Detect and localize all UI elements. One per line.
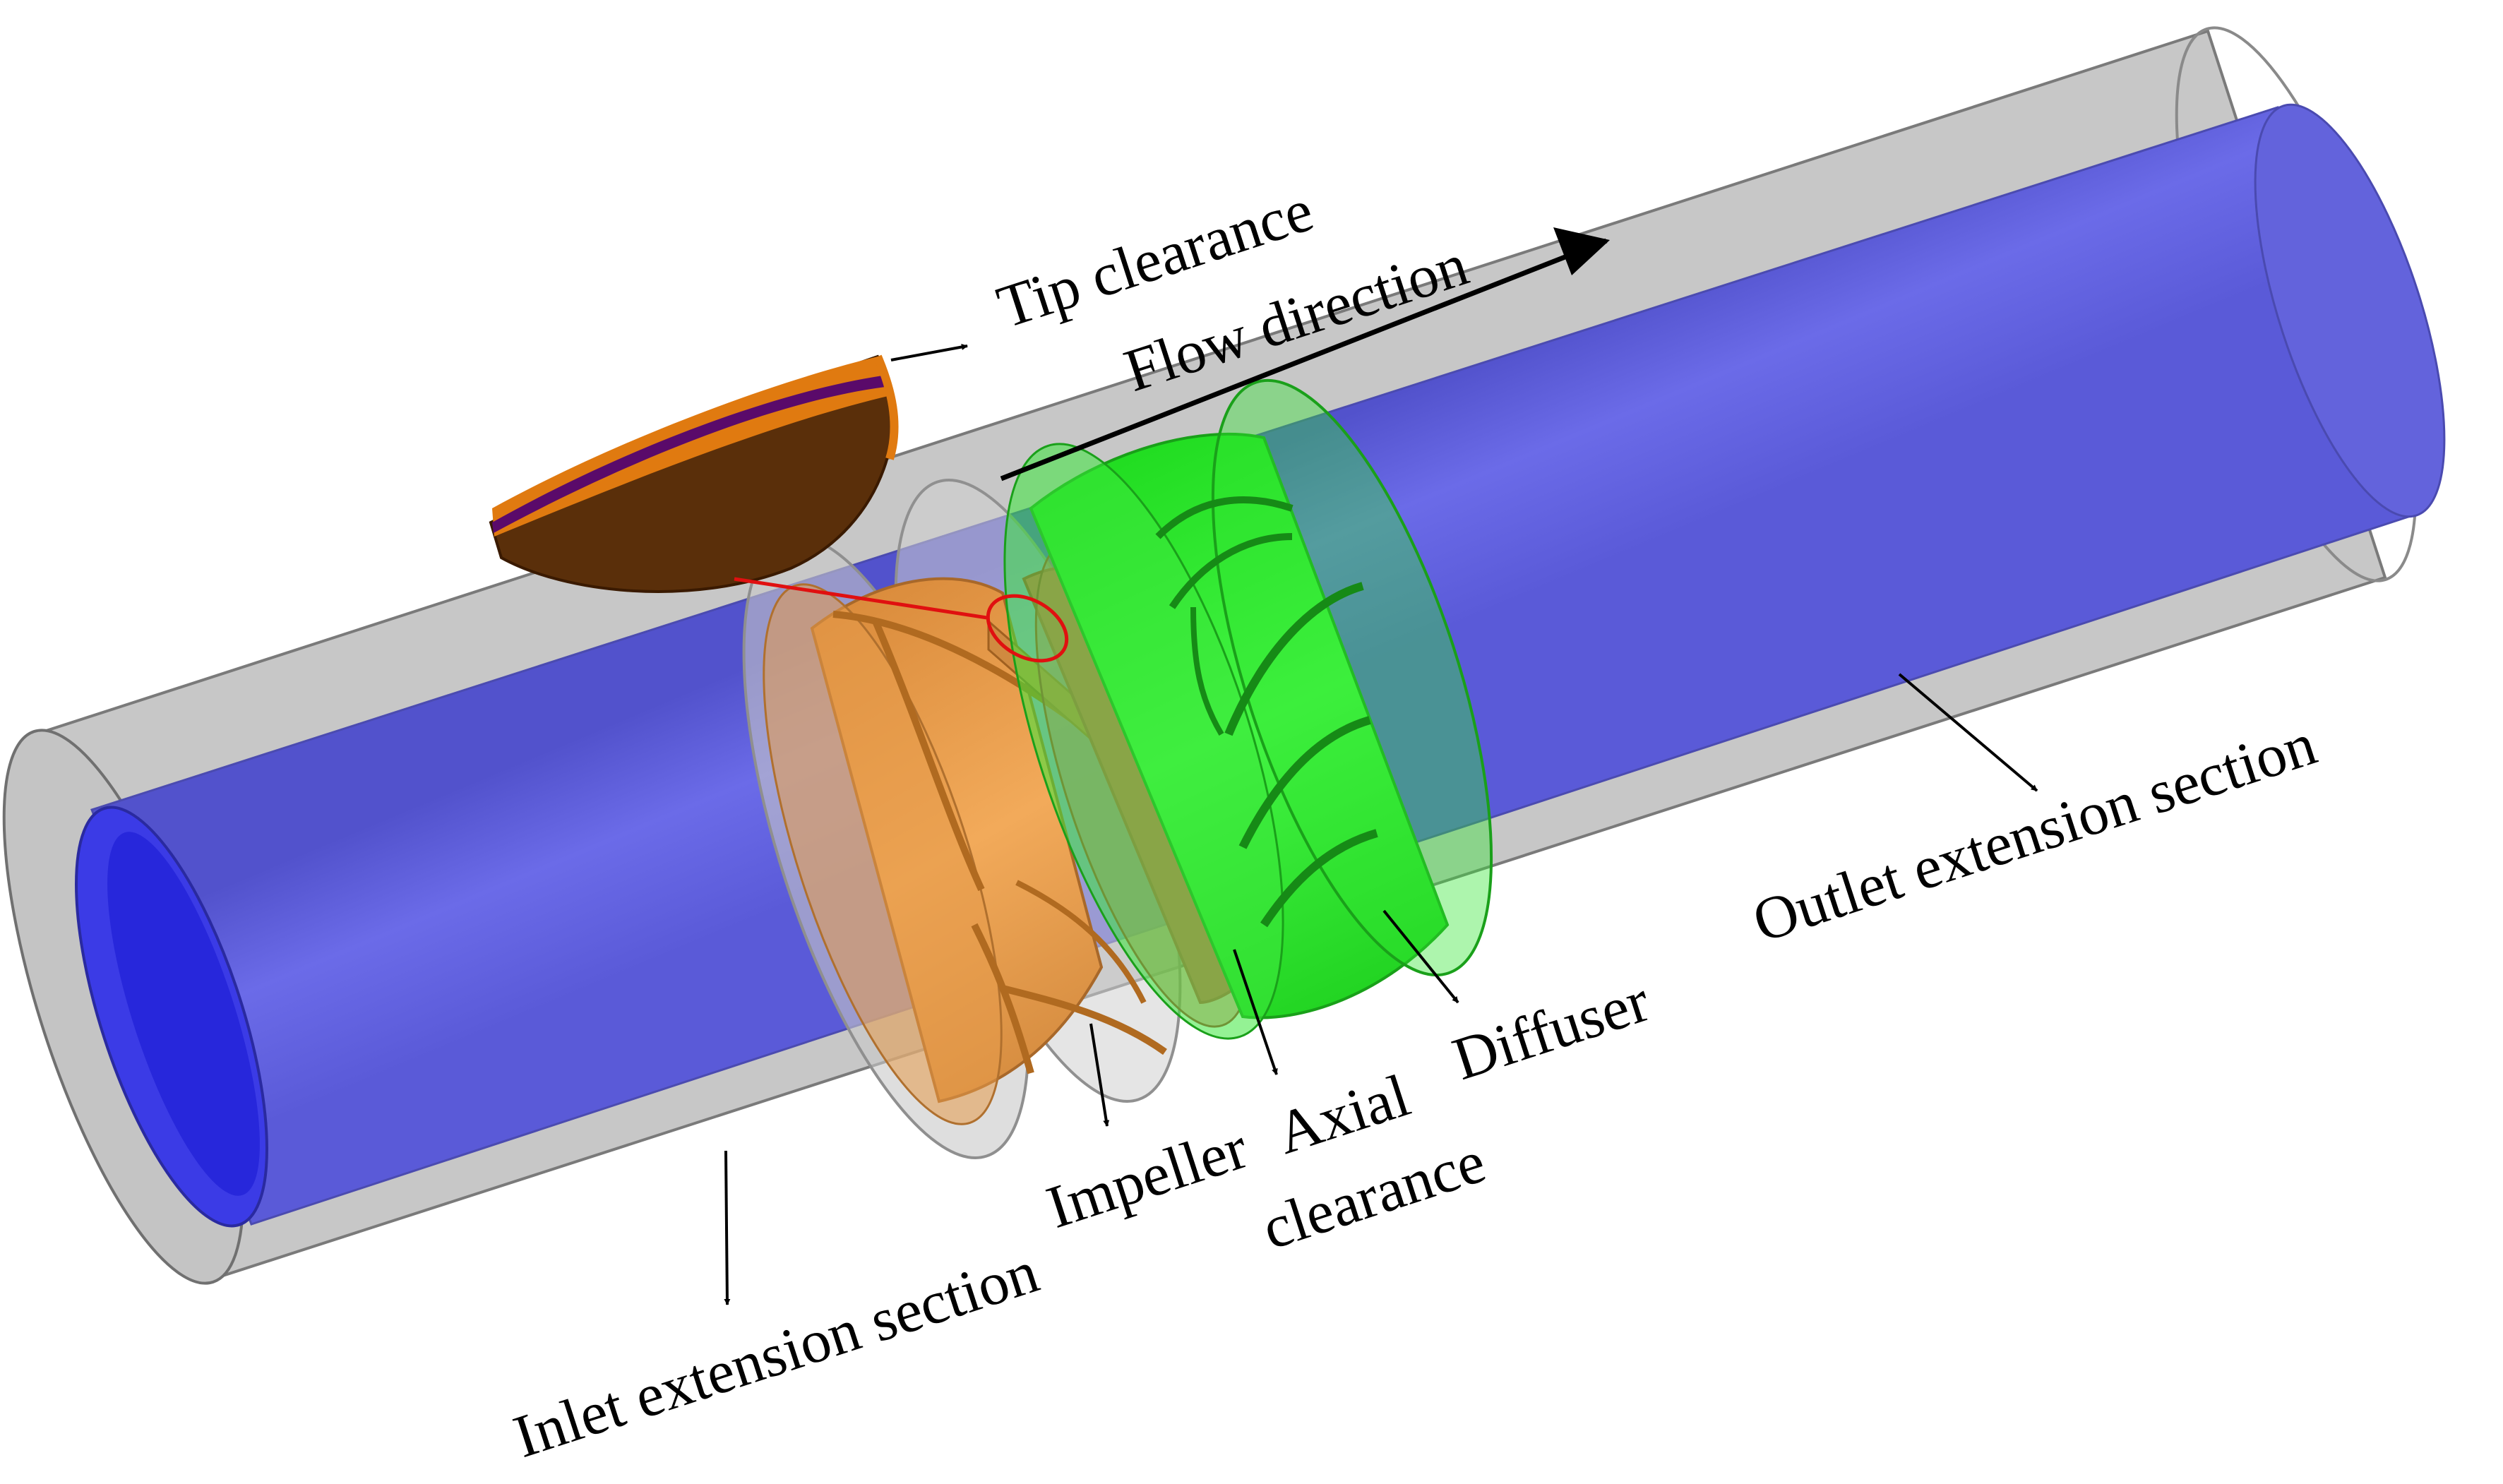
diffuser-vane-6 <box>1190 606 1224 736</box>
impeller-blade-2 <box>872 620 985 892</box>
impeller-blade-5 <box>1015 880 1147 1004</box>
tip-detail-purple-band <box>492 376 885 533</box>
flow-direction-arrow <box>1000 238 1608 481</box>
hub-outlet-face <box>2254 103 2446 518</box>
diffuser-vane-5 <box>1260 829 1378 928</box>
diffuser <box>1003 378 1493 1040</box>
tip-clearance-detail <box>489 354 899 593</box>
leader-arrows <box>724 344 2038 1305</box>
diffuser-label: Diffuser <box>1445 967 1657 1093</box>
impeller-arrow <box>1089 1023 1110 1127</box>
tip-callout-line <box>734 577 988 620</box>
impeller-blade-3 <box>971 923 1034 1075</box>
diffuser-vane-2 <box>1169 533 1293 609</box>
impeller-blade-4 <box>1001 985 1167 1055</box>
flow-direction-arrowhead <box>1553 227 1610 275</box>
impeller-label: Impeller <box>1039 1113 1255 1241</box>
axial-clearance-label-line1: Axial <box>1268 1061 1417 1167</box>
diffuser-vane-4 <box>1238 716 1371 849</box>
inlet-extension-arrow <box>724 1150 731 1305</box>
diffuser-vane-1 <box>1155 496 1294 539</box>
diffuser-arrow <box>1382 909 1459 1004</box>
tip-callout-circle <box>986 594 1069 663</box>
axial-clearance-arrow <box>1233 949 1278 1075</box>
inlet-extension-section-label: Inlet extension section <box>506 1238 1046 1471</box>
outlet-extension-arrow <box>1898 673 2038 792</box>
diffuser-vane-3 <box>1224 582 1364 736</box>
hub-inlet-face-inner <box>107 832 260 1196</box>
tip-callout <box>734 577 1069 663</box>
tip-clearance-arrow <box>890 344 968 361</box>
